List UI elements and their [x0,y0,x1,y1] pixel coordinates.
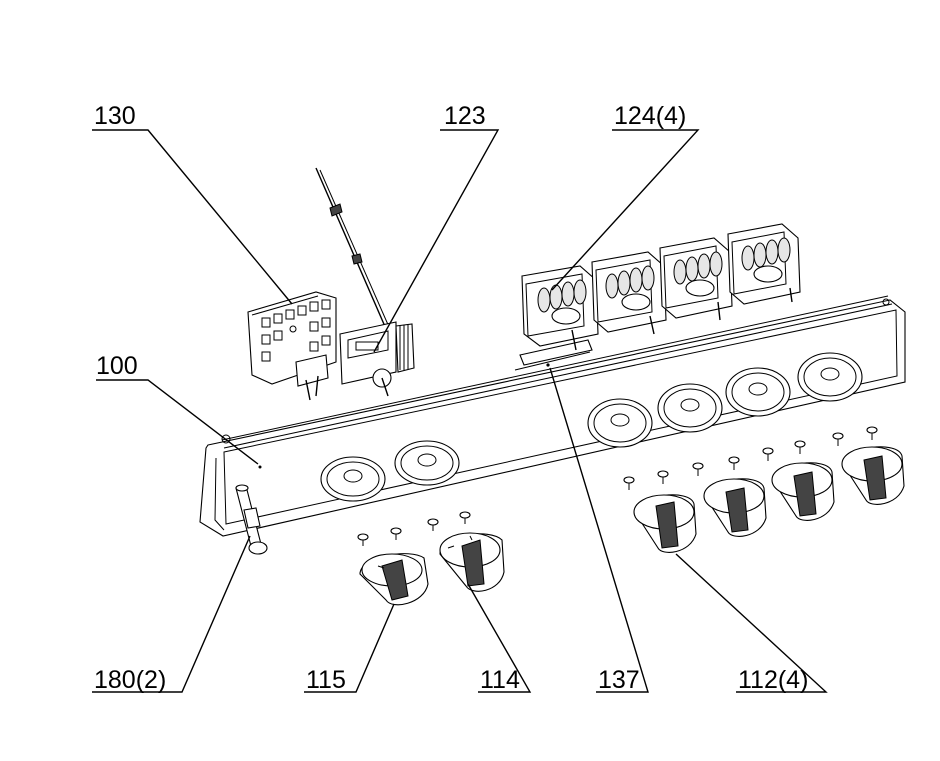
label-112: 112(4) [738,666,808,694]
label-100: 100 [96,352,138,380]
label-137: 137 [598,666,640,694]
control-panel [199,295,906,537]
label-114: 114 [480,666,520,694]
end-caps [235,484,268,555]
knob-112-1 [633,494,697,553]
gas-taps [521,223,801,351]
leader-lines [92,129,828,693]
knob-114 [439,532,505,592]
panel-openings [320,352,863,502]
callout-labels: 130 123 124(4) 100 180(2) 115 114 137 11… [94,102,808,694]
screws [357,426,878,546]
gas-tap-4 [727,223,801,305]
knob-112-2 [703,478,767,537]
label-130: 130 [94,102,136,130]
gas-tap-3 [659,237,733,321]
label-115: 115 [306,666,346,694]
bracket [519,339,593,367]
label-124: 124(4) [614,102,686,130]
label-180: 180(2) [94,666,166,694]
knob-112-4 [841,446,905,505]
knob-115 [359,553,429,606]
gas-tap-1 [521,265,599,351]
gas-tap-2 [591,251,667,335]
thermostat [315,167,415,397]
knob-112-3 [771,462,835,521]
switch-block [247,291,337,401]
label-123: 123 [444,102,486,130]
knobs-112 [633,446,905,553]
